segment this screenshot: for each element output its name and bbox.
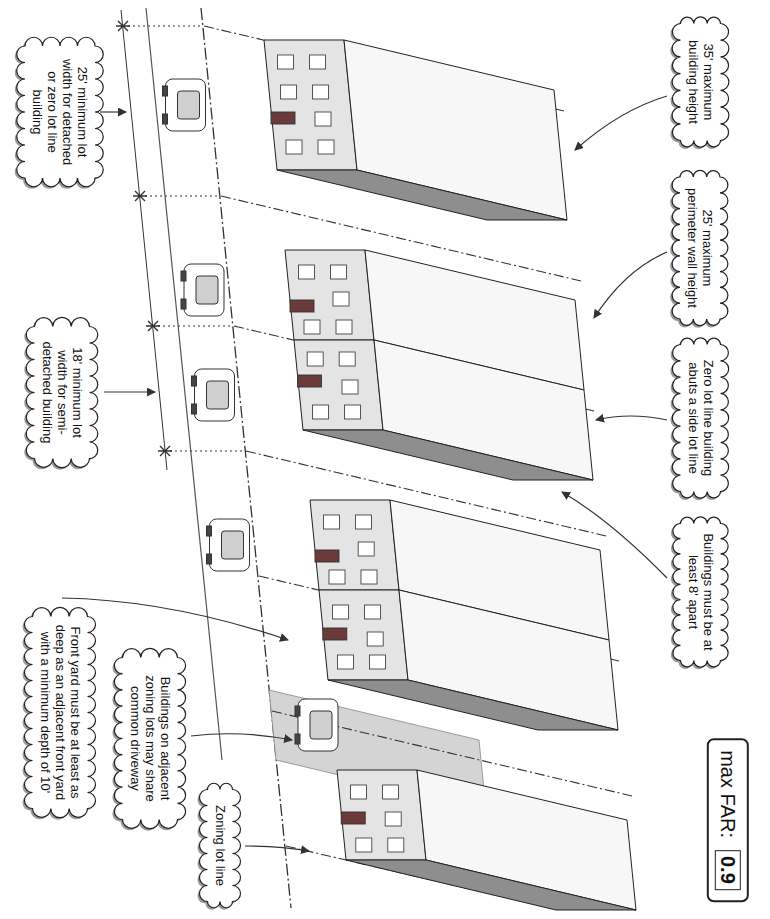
zero-lot-line-building — [264, 40, 567, 220]
callout-cloud: Zero lot line building abuts a side lot … — [671, 336, 729, 501]
buildings — [264, 40, 618, 730]
cars — [163, 79, 250, 571]
extension-line — [165, 451, 244, 452]
callout-text: 18' minimum lot width for semi-detached … — [40, 333, 85, 451]
leader-line — [100, 111, 126, 112]
cloud-border — [672, 17, 729, 147]
leader-line — [596, 416, 667, 420]
cloud-border — [672, 517, 727, 667]
doors — [271, 112, 365, 824]
cloud-border — [200, 783, 241, 908]
callout-cloud: 35' maximum building height — [671, 15, 729, 150]
callout-cloud: 18' minimum lot width for semi-detached … — [26, 317, 99, 467]
leader-line — [62, 598, 288, 640]
leader-line — [245, 846, 309, 851]
callout-cloud: 25' maximum perimeter wall height — [671, 168, 729, 328]
callout-text: Buildings must be at least 8' apart — [685, 531, 715, 654]
callout-text: 35' maximum building height — [685, 31, 715, 134]
callout-text: Zoning lot line — [213, 796, 228, 894]
callout-cloud: Front yard must be at least as deep as a… — [24, 607, 97, 817]
leader-line — [575, 96, 667, 150]
dimension-mark — [146, 321, 160, 331]
leader-line — [191, 734, 292, 740]
car — [163, 79, 206, 131]
leader-line — [562, 492, 667, 578]
leader-lines — [62, 96, 667, 851]
car — [181, 264, 224, 316]
cloud-border — [25, 607, 96, 817]
callout-cloud: 25' minimum lot width for detached or ze… — [16, 37, 104, 187]
cloud-border — [672, 338, 728, 498]
extension-line — [153, 326, 232, 327]
extension-line — [123, 26, 202, 27]
callout-cloud: Buildings on adjacent zoning lots may sh… — [114, 648, 187, 828]
callout-cloud: Buildings must be at least 8' apart — [671, 515, 729, 670]
callout-cloud: Zoning lot line — [199, 780, 242, 910]
leader-line — [594, 252, 667, 318]
far-label: max FAR: — [717, 750, 739, 838]
dimension-mark — [133, 191, 147, 201]
leader-line — [104, 391, 155, 392]
dimension-line — [121, 10, 167, 470]
semi-detached-building — [294, 340, 593, 480]
car — [207, 519, 250, 571]
dimension-mark — [158, 446, 172, 456]
windows — [278, 55, 404, 852]
callout-text: Zero lot line building abuts a side lot … — [685, 352, 715, 485]
car — [295, 699, 338, 751]
far-box: max FAR: 0.9 — [707, 738, 749, 902]
detached-building — [337, 770, 636, 910]
callout-text: 25' minimum lot width for detached or ze… — [30, 53, 90, 171]
cloud-border — [17, 37, 104, 187]
cloud-border — [114, 648, 185, 828]
callout-text: Buildings on adjacent zoning lots may sh… — [128, 664, 173, 812]
callout-text: Front yard must be at least as deep as a… — [38, 623, 83, 801]
extension-line — [140, 196, 219, 197]
dimension-mark — [116, 21, 130, 31]
car — [192, 369, 235, 421]
semi-detached-building — [319, 590, 618, 730]
cloud-border — [672, 170, 728, 325]
lot-width-dimensions — [116, 10, 244, 470]
cloud-border — [26, 317, 98, 467]
far-value: 0.9 — [715, 850, 741, 890]
callout-text: 25' maximum perimeter wall height — [685, 184, 715, 312]
